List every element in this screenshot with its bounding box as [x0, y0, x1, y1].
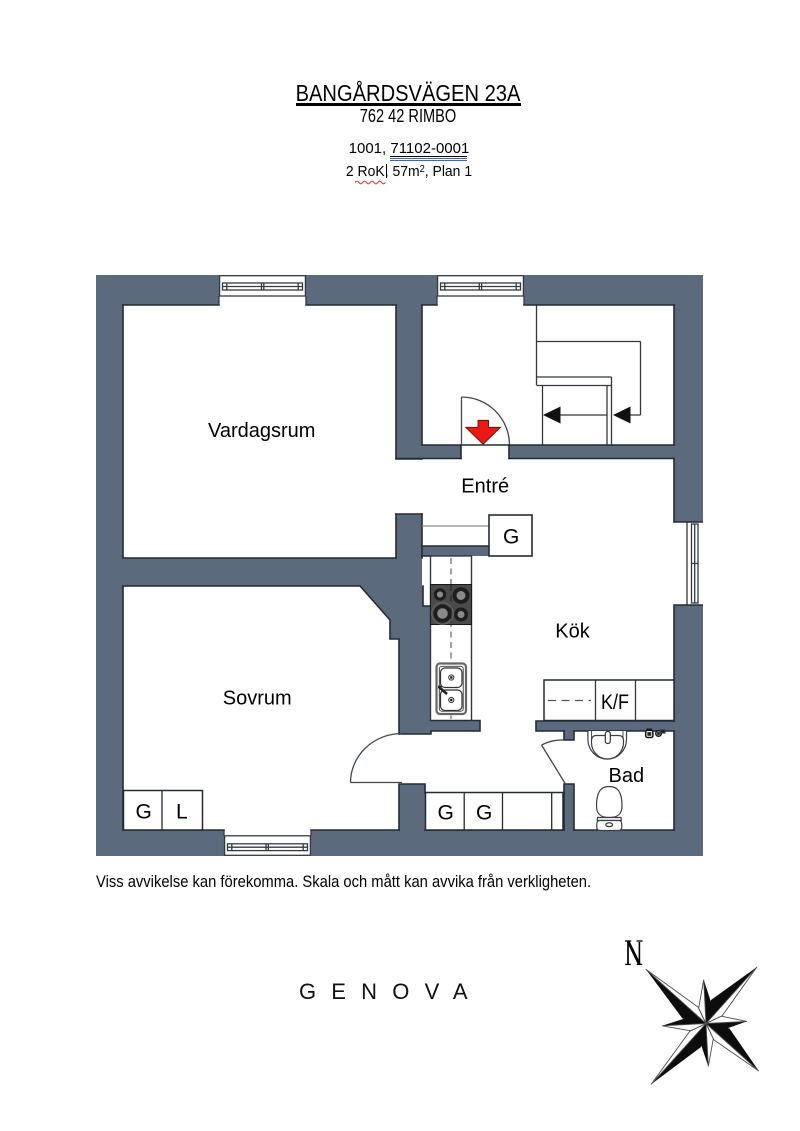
svg-text:G: G — [438, 802, 454, 825]
svg-text:Vardagsrum: Vardagsrum — [208, 420, 315, 442]
svg-text:K/F: K/F — [601, 691, 629, 714]
svg-text:G: G — [503, 526, 519, 549]
svg-text:Entré: Entré — [461, 476, 509, 498]
svg-text:G: G — [476, 802, 492, 825]
svg-text:G: G — [136, 801, 152, 824]
svg-text:Kök: Kök — [555, 621, 590, 643]
svg-text:L: L — [176, 801, 188, 824]
svg-text:Sovrum: Sovrum — [223, 688, 292, 710]
svg-text:Bad: Bad — [609, 765, 645, 787]
